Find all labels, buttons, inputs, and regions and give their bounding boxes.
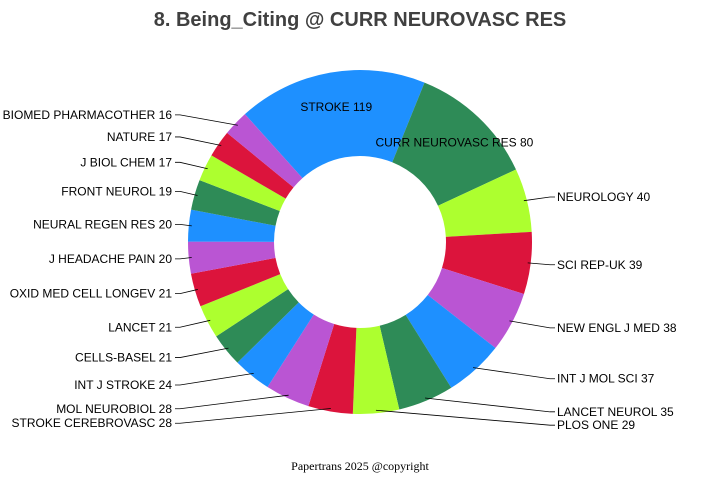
slice-nature <box>211 132 294 199</box>
slice-label-nature: NATURE 17 <box>107 130 172 144</box>
leader-line-neurology <box>523 196 555 202</box>
slice-stroke <box>244 69 425 179</box>
slice-stroke-cerebrovasc <box>308 324 357 414</box>
slice-label-curr-neurovasc-res: CURR NEUROVASC RES 80 <box>376 136 534 150</box>
slices-group <box>188 69 532 414</box>
chart-footer: Papertrans 2025 @copyright <box>291 459 429 473</box>
leader-line-j-headache-pain <box>175 257 192 260</box>
slice-label-int-j-stroke: INT J STROKE 24 <box>74 378 172 392</box>
slice-label-stroke-cerebrovasc: STROKE CEREBROVASC 28 <box>12 416 173 430</box>
slice-label-int-j-mol-sci: INT J MOL SCI 37 <box>557 372 655 386</box>
slice-cells-basel <box>216 289 299 363</box>
slice-int-j-mol-sci <box>405 294 496 388</box>
slice-neurology <box>437 169 532 237</box>
slice-label-sci-rep-uk: SCI REP-UK 39 <box>557 258 643 272</box>
slice-label-stroke: STROKE 119 <box>300 100 372 114</box>
slice-int-j-stroke <box>237 302 314 388</box>
slice-biomed-pharmacother <box>227 114 303 188</box>
slice-label-neural-regen-res: NEURAL REGEN RES 20 <box>33 217 172 231</box>
slice-j-biol-chem <box>199 155 286 212</box>
leader-line-int-j-stroke <box>175 372 254 386</box>
slice-label-front-neurol: FRONT NEUROL 19 <box>61 184 172 198</box>
slice-label-j-headache-pain: J HEADACHE PAIN 20 <box>49 252 172 266</box>
slice-label-j-biol-chem: J BIOL CHEM 17 <box>80 155 172 169</box>
leader-line-front-neurol <box>175 190 198 196</box>
slice-label-mol-neurobiol: MOL NEUROBIOL 28 <box>56 402 172 416</box>
slice-front-neurol <box>191 180 280 226</box>
slice-neural-regen-res <box>188 209 276 242</box>
slice-label-biomed-pharmacother: BIOMED PHARMACOTHER 16 <box>3 108 173 122</box>
slice-plos-one <box>352 325 400 414</box>
slice-label-new-engl-j-med: NEW ENGL J MED 38 <box>557 321 677 335</box>
slice-label-cells-basel: CELLS-BASEL 21 <box>75 351 172 365</box>
chart-title: 8. Being_Citing @ CURR NEUROVASC RES <box>154 9 567 31</box>
slice-oxid-med-cell-longev <box>190 257 281 307</box>
leader-line-nature <box>175 136 222 146</box>
slice-label-plos-one: PLOS ONE 29 <box>557 418 635 432</box>
leader-line-int-j-mol-sci <box>473 367 555 380</box>
leader-line-lancet <box>175 319 211 328</box>
leader-line-oxid-med-cell-longev <box>175 289 198 295</box>
slice-lancet-neurol <box>379 314 452 410</box>
leader-line-j-biol-chem <box>175 161 208 170</box>
slice-new-engl-j-med <box>427 267 524 348</box>
leader-line-new-engl-j-med <box>509 320 555 329</box>
slice-label-lancet-neurol: LANCET NEUROL 35 <box>557 405 674 419</box>
leader-line-sci-rep-uk <box>527 262 555 266</box>
leader-line-mol-neurobiol <box>175 394 289 410</box>
leader-line-stroke-cerebrovasc <box>175 408 331 424</box>
slice-label-oxid-med-cell-longev: OXID MED CELL LONGEV 21 <box>10 287 173 301</box>
leader-line-biomed-pharmacother <box>175 114 238 126</box>
slice-curr-neurovasc-res <box>392 82 516 206</box>
leader-line-plos-one <box>375 409 555 426</box>
slice-lancet <box>200 274 289 337</box>
slice-mol-neurobiol <box>267 314 335 407</box>
leader-line-neural-regen-res <box>175 224 192 227</box>
leader-line-cells-basel <box>175 347 229 358</box>
slice-j-headache-pain <box>188 241 276 274</box>
slice-label-lancet: LANCET 21 <box>108 320 172 334</box>
leader-line-lancet-neurol <box>424 397 555 413</box>
slice-label-neurology: NEUROLOGY 40 <box>557 190 650 204</box>
slice-sci-rep-uk <box>441 231 532 294</box>
